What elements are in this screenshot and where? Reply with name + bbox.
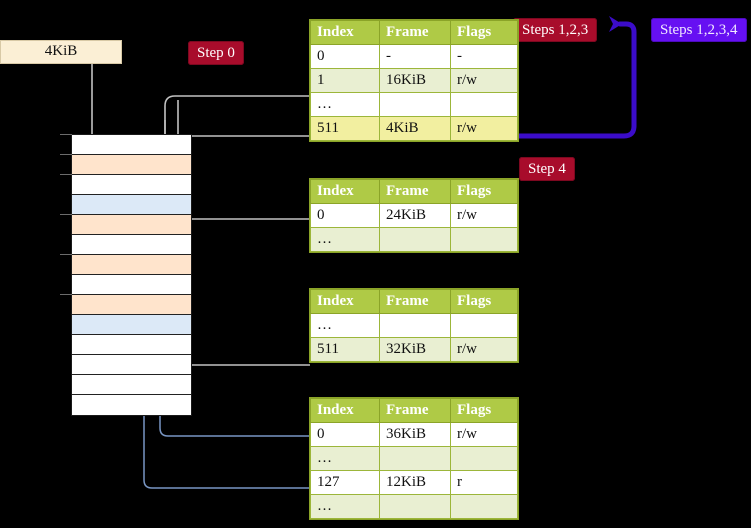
table-cell-index: 511	[310, 116, 380, 141]
memory-tick	[60, 254, 72, 255]
column-header-index: Index	[310, 179, 380, 204]
steps-1234-badge: Steps 1,2,3,4	[651, 18, 747, 42]
step-0-label: Step 0	[197, 45, 235, 61]
table-cell-index: 127	[310, 470, 380, 495]
table-cell-frame: -	[379, 44, 451, 69]
column-header-frame: Frame	[379, 398, 451, 423]
table-cell-frame	[379, 313, 451, 338]
steps-123-label: Steps 1,2,3	[522, 22, 589, 38]
table-cell-frame: 24KiB	[379, 203, 451, 228]
memory-frame-row	[72, 215, 191, 235]
step-4-badge: Step 4	[519, 157, 575, 181]
table-cell-flags: r	[450, 470, 518, 495]
memory-tick	[60, 154, 72, 155]
column-header-frame: Frame	[379, 20, 451, 45]
table-cell-frame	[379, 92, 451, 117]
table-cell-frame: 16KiB	[379, 68, 451, 93]
memory-frame-row	[72, 335, 191, 355]
memory-frame-row	[72, 155, 191, 175]
table-row: …	[310, 313, 518, 338]
table-cell-index: 0	[310, 422, 380, 447]
table-cell-frame: 36KiB	[379, 422, 451, 447]
table-row: …	[310, 494, 518, 519]
table-cell-flags	[450, 494, 518, 519]
physical-memory-column	[71, 134, 192, 416]
memory-frame-row	[72, 235, 191, 255]
table-cell-flags: r/w	[450, 116, 518, 141]
table-cell-frame: 4KiB	[379, 116, 451, 141]
table-cell-flags: r/w	[450, 422, 518, 447]
table-cell-index: …	[310, 227, 380, 252]
memory-frame-row	[72, 315, 191, 335]
table-cell-index: …	[310, 446, 380, 471]
table-cell-index: 1	[310, 68, 380, 93]
table-cell-flags	[450, 227, 518, 252]
table-row: …	[310, 227, 518, 252]
memory-frame-row	[72, 375, 191, 395]
memory-frame-row	[72, 295, 191, 315]
memory-frame-row	[72, 275, 191, 295]
table-cell-flags: r/w	[450, 203, 518, 228]
column-header-frame: Frame	[379, 179, 451, 204]
table-cell-flags: r/w	[450, 68, 518, 93]
memory-frame-row	[72, 395, 191, 415]
table-cell-flags	[450, 446, 518, 471]
column-header-index: Index	[310, 20, 380, 45]
memory-tick	[60, 174, 72, 175]
step-0-badge: Step 0	[188, 41, 244, 65]
table-cell-index: …	[310, 92, 380, 117]
steps-1234-label: Steps 1,2,3,4	[660, 22, 738, 38]
table-cell-flags	[450, 92, 518, 117]
table-cell-flags: r/w	[450, 337, 518, 362]
frame-size-box: 4KiB	[0, 40, 122, 64]
table-row: 0--	[310, 44, 518, 69]
table-cell-frame	[379, 494, 451, 519]
memory-frame-row	[72, 355, 191, 375]
memory-tick	[60, 134, 72, 135]
table-cell-frame: 12KiB	[379, 470, 451, 495]
table-cell-flags	[450, 313, 518, 338]
table-cell-frame	[379, 227, 451, 252]
column-header-index: Index	[310, 398, 380, 423]
memory-tick	[60, 214, 72, 215]
table-row: …	[310, 92, 518, 117]
column-header-flags: Flags	[450, 20, 518, 45]
memory-frame-row	[72, 135, 191, 155]
column-header-frame: Frame	[379, 289, 451, 314]
memory-tick	[60, 294, 72, 295]
step-4-label: Step 4	[528, 161, 566, 177]
memory-frame-row	[72, 175, 191, 195]
table-cell-index: 0	[310, 44, 380, 69]
table-cell-index: 511	[310, 337, 380, 362]
memory-frame-row	[72, 195, 191, 215]
column-header-index: Index	[310, 289, 380, 314]
column-header-flags: Flags	[450, 289, 518, 314]
table-cell-index: 0	[310, 203, 380, 228]
table-cell-frame: 32KiB	[379, 337, 451, 362]
table-row: …	[310, 446, 518, 471]
frame-size-label: 4KiB	[44, 43, 78, 59]
table-cell-flags: -	[450, 44, 518, 69]
steps-123-badge: Steps 1,2,3	[513, 18, 598, 42]
column-header-flags: Flags	[450, 179, 518, 204]
column-header-flags: Flags	[450, 398, 518, 423]
table-cell-index: …	[310, 313, 380, 338]
table-cell-index: …	[310, 494, 380, 519]
table-cell-frame	[379, 446, 451, 471]
memory-frame-row	[72, 255, 191, 275]
